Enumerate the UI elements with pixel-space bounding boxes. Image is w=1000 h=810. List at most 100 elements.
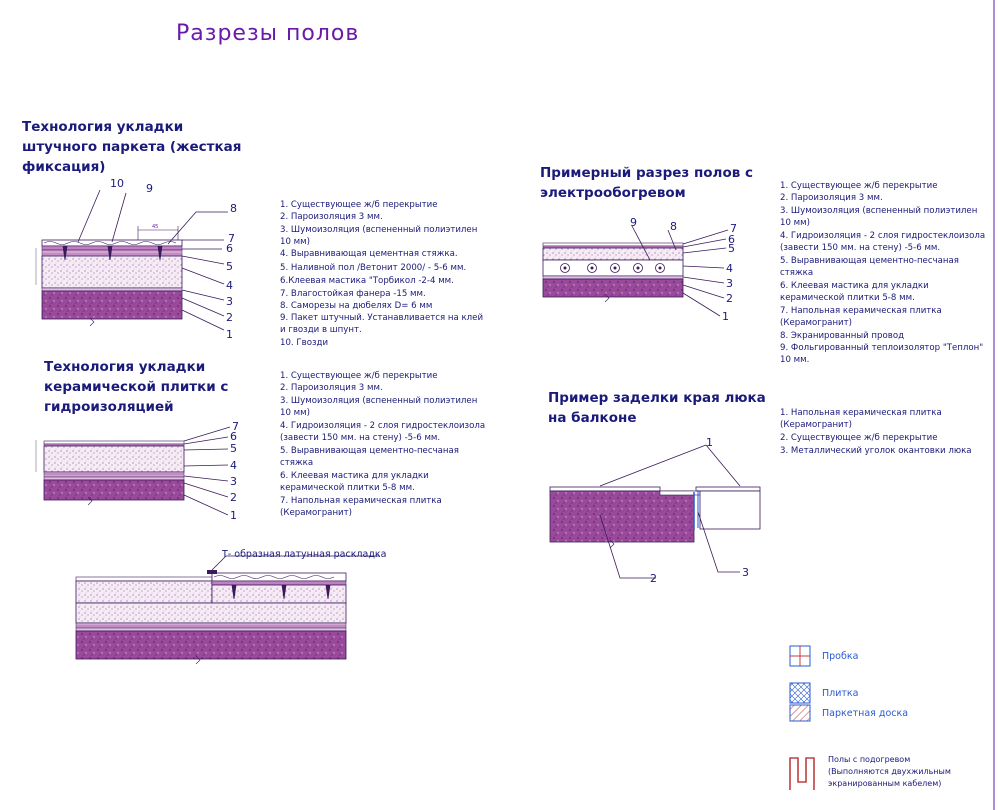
legend-line: 7. Влагостойкая фанера -15 мм. [280, 289, 426, 299]
legend-line: 10. Гвозди [280, 338, 328, 348]
key-note-line: экранированным кабелем) [828, 779, 941, 788]
page-title: Разрезы полов [176, 21, 359, 46]
parquet-legend: 1. Существующее ж/б перекрытие 2. Пароиз… [280, 200, 483, 348]
legend-line: 2. Пароизоляция 3 мм. [280, 212, 383, 222]
legend-line: 8. Саморезы на дюбелях D= 6 мм [280, 301, 432, 311]
callout-number: 5 [728, 242, 735, 255]
heated-leaders [631, 225, 729, 317]
ceramic-legend: 1. Существующее ж/б перекрытие 2. Пароиз… [280, 371, 485, 518]
legend-line: и гвозди в шпунт. [280, 325, 362, 335]
heading-line: Технология укладки [44, 359, 205, 375]
callout-number: 1 [226, 328, 233, 341]
callout-number: 3 [742, 566, 749, 579]
key-label: Пробка [822, 651, 858, 662]
dimension-label: 45 [152, 224, 158, 230]
heading-line: керамической плитки с [44, 379, 228, 395]
callout-number: 2 [650, 572, 657, 585]
heading-line: Примерный разрез полов с [540, 165, 753, 181]
legend-line: 6.Клеевая мастика "Торбикол -2-4 мм. [280, 276, 454, 286]
hatch-legend: 1. Напольная керамическая плитка (Керамо… [780, 408, 972, 456]
parquet-callouts: 10 9 8 7 6 5 4 3 2 1 [110, 177, 237, 341]
key-note-line: (Выполняются двухжильным [828, 767, 951, 776]
heading-line: на балконе [548, 410, 636, 426]
callout-number: 7 [730, 222, 737, 235]
callout-number: 7 [232, 420, 239, 433]
callout-number: 4 [226, 279, 233, 292]
callout-number: 2 [726, 292, 733, 305]
legend-line: стяжка [780, 268, 813, 278]
callout-number: 8 [230, 202, 237, 215]
heading-line: электрообогревом [540, 185, 686, 201]
legend-line: 1. Существующее ж/б перекрытие [280, 200, 438, 210]
callout-number: 1 [722, 310, 729, 323]
key-label: Паркетная доска [822, 708, 908, 719]
callout-number: 6 [226, 242, 233, 255]
legend-line: керамической плитки 5-8 мм. [780, 293, 915, 303]
heading-line: штучного паркета (жесткая [22, 139, 241, 155]
legend-line: 4. Выравнивающая цементная стяжка. [280, 249, 458, 259]
legend-line: 1. Существующее ж/б перекрытие [280, 371, 438, 381]
legend-line: керамической плитки 5-8 мм. [280, 483, 415, 493]
legend-line: 3. Шумоизоляция (вспененный полиэтилен [280, 225, 477, 235]
legend-line: 10 мм) [280, 237, 310, 247]
legend-line: 4. Гидроизоляция - 2 слоя гидростеклоизо… [780, 231, 985, 241]
legend-line: 3. Шумоизоляция (вспененный полиэтилен [280, 396, 477, 406]
callout-number: 3 [726, 277, 733, 290]
legend-line: 7. Напольная керамическая плитка [280, 496, 442, 506]
heating-cable-icon [789, 757, 815, 790]
callout-number: 8 [670, 220, 677, 233]
legend-line: (Керамогранит) [280, 508, 352, 518]
callout-number: 3 [230, 475, 237, 488]
legend-line: 6. Клеевая мастика для укладки [780, 281, 929, 291]
legend-line: 5. Наливной пол /Ветонит 2000/ - 5-6 мм. [280, 263, 466, 273]
key-note-line: Полы с подогревом [828, 755, 910, 764]
callout-number: 5 [230, 442, 237, 455]
legend-line: 7. Напольная керамическая плитка [780, 306, 942, 316]
legend-line: 8. Экранированный провод [780, 331, 904, 341]
heading-line: Технология укладки [22, 119, 183, 135]
material-key: Пробка Плитка Паркетная доска Полы с под… [789, 645, 951, 790]
legend-line: 10 мм) [280, 408, 310, 418]
legend-line: 10 мм) [780, 218, 810, 228]
legend-line: стяжка [280, 458, 313, 468]
legend-line: 1. Существующее ж/б перекрытие [780, 181, 938, 191]
callout-number: 1 [706, 436, 713, 449]
legend-line: 5. Выравнивающая цементно-песчаная [280, 446, 459, 456]
legend-line: 2. Пароизоляция 3 мм. [280, 383, 383, 393]
heated-legend: 1. Существующее ж/б перекрытие 2. Пароиз… [780, 181, 985, 365]
key-label: Плитка [822, 688, 858, 699]
callout-number: 9 [630, 216, 637, 229]
cork-swatch-icon [789, 645, 811, 667]
parquet-leaders [77, 189, 228, 331]
legend-line: 4. Гидроизоляция - 2 слоя гидростеклоизо… [280, 421, 485, 431]
callout-number: 7 [228, 232, 235, 245]
legend-line: 3. Металлический уголок окантовки люка [780, 446, 972, 456]
legend-line: 1. Напольная керамическая плитка [780, 408, 942, 418]
callout-number: 4 [726, 262, 733, 275]
transition-drawing [75, 555, 380, 665]
parquet-swatch-icon [789, 704, 811, 722]
legend-line: 9. Фольгированный теплоизолятор "Теплон" [780, 343, 983, 353]
legend-line: 2. Пароизоляция 3 мм. [780, 193, 883, 203]
hatch-leaders [599, 444, 741, 579]
heading-line: фиксация) [22, 159, 105, 175]
hatch-callouts: 1 2 3 [650, 436, 749, 585]
callout-number: 2 [230, 491, 237, 504]
legend-line: 10 мм. [780, 355, 809, 365]
legend-line: (завести 150 мм. на стену) -5-6 мм. [280, 433, 440, 443]
legend-line: 9. Пакет штучный. Устанавливается на кле… [280, 313, 483, 323]
ceramic-section-drawing [35, 440, 185, 506]
callout-number: 10 [110, 177, 124, 190]
callout-number: 1 [230, 509, 237, 522]
parquet-section-drawing: 45 [35, 224, 183, 327]
tile-swatch-icon [789, 682, 811, 704]
heading-line: Пример заделки края люка [548, 390, 766, 406]
ceramic-callouts: 7 6 5 4 3 2 1 [230, 420, 239, 522]
legend-line: (Керамогранит) [780, 318, 852, 328]
callout-number: 6 [728, 233, 735, 246]
callout-number: 5 [226, 260, 233, 273]
callout-number: 2 [226, 311, 233, 324]
heated-heading: Примерный разрез полов с электрообогрево… [540, 165, 753, 201]
callout-number: 4 [230, 459, 237, 472]
